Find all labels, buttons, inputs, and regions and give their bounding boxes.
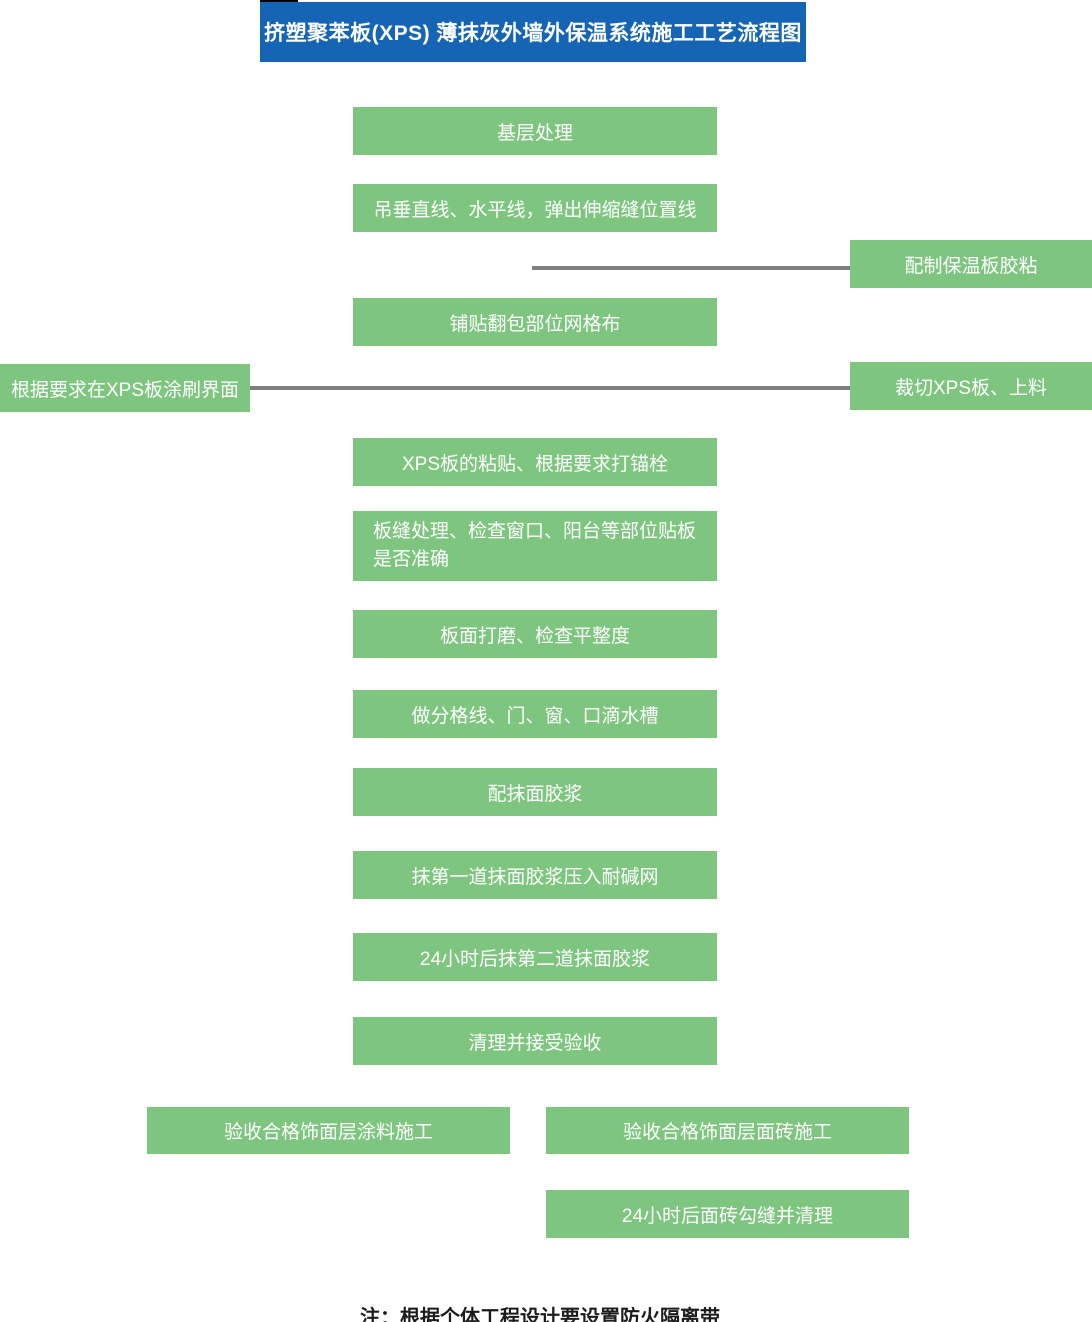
side-step-glue-preparation: 配制保温板胶粘 — [850, 240, 1092, 288]
connector-glue-preparation — [532, 266, 851, 270]
step-mix-rendering-mortar: 配抹面胶浆 — [353, 768, 717, 816]
branch-coating-finish-construction: 验收合格饰面层涂料施工 — [147, 1107, 510, 1154]
branch-tile-finish-construction: 验收合格饰面层面砖施工 — [546, 1107, 909, 1154]
flowchart-title: 挤塑聚苯板(XPS) 薄抹灰外墙外保温系统施工工艺流程图 — [260, 2, 806, 62]
step-board-seam-window-balcony-check: 板缝处理、检查窗口、阳台等部位贴板是否准确 — [353, 511, 717, 581]
step-xps-board-bonding-anchors: XPS板的粘贴、根据要求打锚栓 — [353, 438, 717, 486]
side-step-xps-cutting-loading: 裁切XPS板、上料 — [850, 362, 1092, 410]
connector-interface-cutting — [250, 386, 852, 390]
step-board-sanding-flatness-check: 板面打磨、检查平整度 — [353, 610, 717, 658]
step-second-rendering-coat: 24小时后抹第二道抹面胶浆 — [353, 933, 717, 981]
footnote-firebreak: 注：根据个体工程设计要设置防火隔离带 — [360, 1307, 720, 1322]
step-cleanup-acceptance: 清理并接受验收 — [353, 1017, 717, 1065]
step-hang-plumb-level-lines: 吊垂直线、水平线，弹出伸缩缝位置线 — [353, 184, 717, 232]
step-first-rendering-coat-mesh: 抹第一道抹面胶浆压入耐碱网 — [353, 851, 717, 899]
side-step-interface-coating: 根据要求在XPS板涂刷界面 — [0, 364, 250, 412]
branch-tile-grouting-cleanup: 24小时后面砖勾缝并清理 — [546, 1190, 909, 1238]
step-base-surface-treatment: 基层处理 — [353, 107, 717, 155]
step-mesh-cloth-wrap: 铺贴翻包部位网格布 — [353, 298, 717, 346]
step-grid-lines-drip-grooves: 做分格线、门、窗、口滴水槽 — [353, 690, 717, 738]
